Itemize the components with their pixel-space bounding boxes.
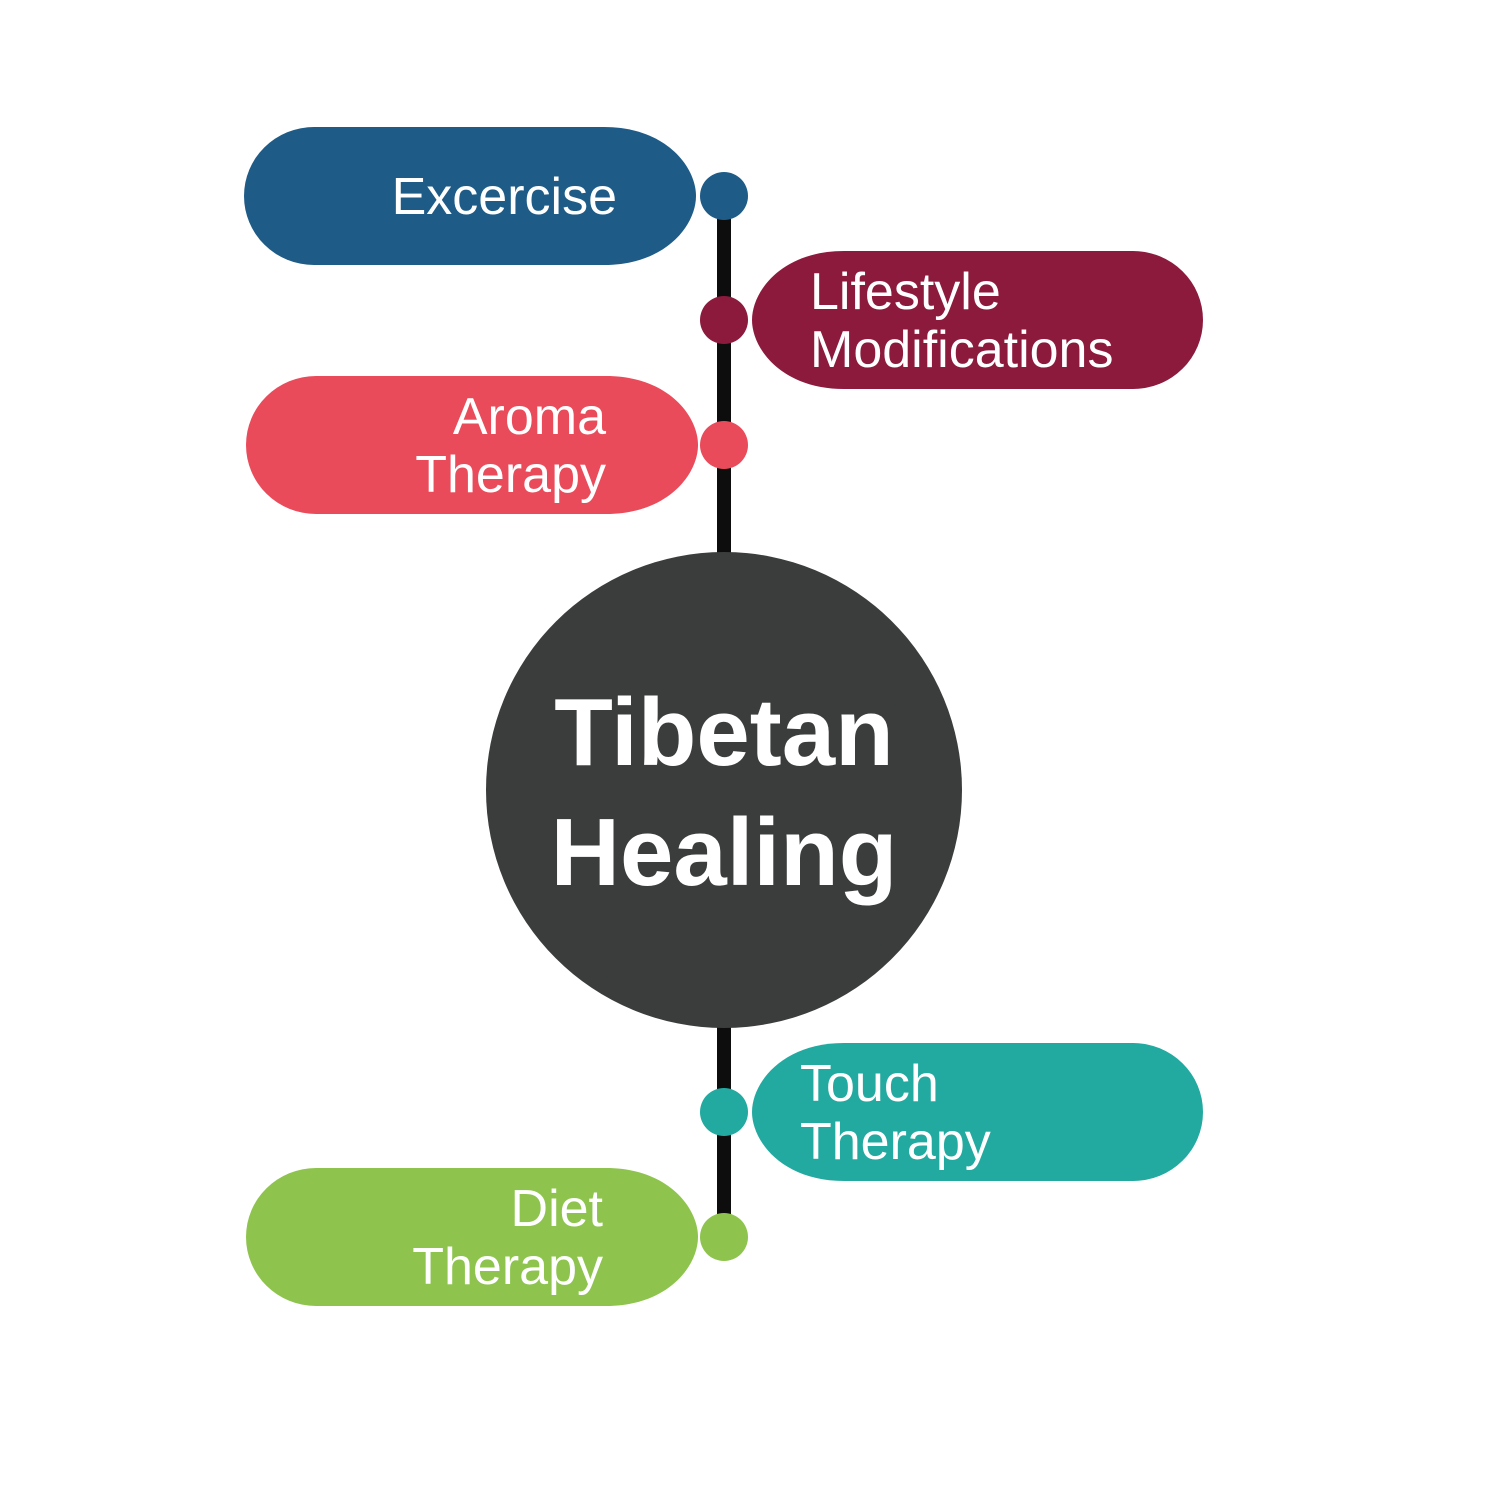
node-shape-aroma-therapy: [246, 376, 698, 514]
node-dot-touch-therapy: [700, 1088, 748, 1136]
node-shape-lifestyle-modifications: [752, 251, 1203, 389]
node-label-excercise-line-1: Excercise: [392, 168, 617, 226]
node-dot-lifestyle-modifications: [700, 296, 748, 344]
node-dot-aroma-therapy: [700, 421, 748, 469]
branch-nodes: ExcerciseLifestyleModificationsAromaTher…: [244, 127, 1203, 1306]
node-label-touch-therapy-line-1: Touch: [800, 1055, 939, 1113]
node-dot-excercise: [700, 172, 748, 220]
node-shape-touch-therapy: [752, 1043, 1203, 1181]
node-label-aroma-therapy-line-1: Aroma: [453, 388, 606, 446]
node-label-touch-therapy-line-2: Therapy: [800, 1113, 991, 1171]
center-title-line-1: Tibetan: [554, 679, 894, 786]
node-excercise: Excercise: [244, 127, 748, 265]
node-label-lifestyle-modifications-line-1: Lifestyle: [810, 263, 1001, 321]
node-label-aroma-therapy-line-2: Therapy: [415, 446, 606, 504]
node-label-lifestyle-modifications-line-2: Modifications: [810, 321, 1113, 379]
node-label-diet-therapy-line-1: Diet: [511, 1180, 604, 1238]
node-shape-excercise: [244, 127, 696, 265]
node-dot-diet-therapy: [700, 1213, 748, 1261]
center-node: Tibetan Healing: [486, 552, 962, 1028]
center-title-line-2: Healing: [551, 799, 898, 906]
node-shape-diet-therapy: [246, 1168, 698, 1306]
node-label-diet-therapy-line-2: Therapy: [412, 1238, 603, 1296]
center-circle: [486, 552, 962, 1028]
